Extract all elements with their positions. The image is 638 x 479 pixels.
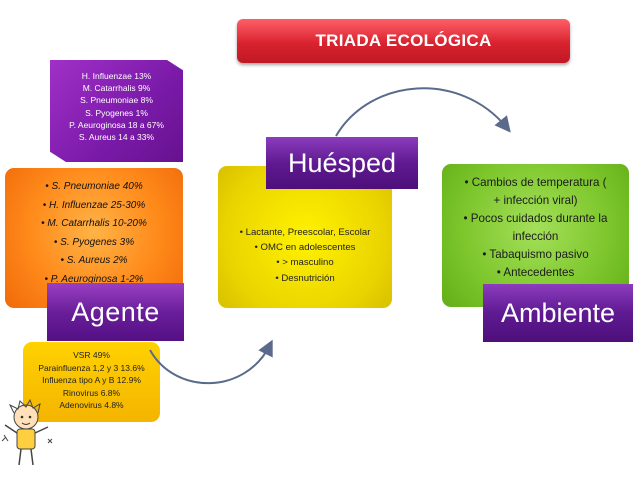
agent-label: Agente — [47, 283, 184, 341]
environment-item: • Tabaquismo pasivo — [442, 246, 629, 264]
bacteria-item: H. Influenzae 13% — [50, 70, 183, 82]
bacteria-item: S. Aureus 14 a 33% — [50, 131, 183, 143]
bacteria-item: S. Pneumoniae 8% — [50, 94, 183, 106]
bacteria-item: S. Pyogenes 1% — [50, 107, 183, 119]
host-item: • Lactante, Preescolar, Escolar — [218, 225, 392, 240]
agent-item: • S. Pyogenes 3% — [5, 234, 183, 253]
host-item: • OMC en adolescentes — [218, 240, 392, 255]
page-title: TRIADA ECOLÓGICA — [237, 19, 570, 63]
environment-item: infección — [442, 228, 629, 246]
bacteria-item: P. Aeuroginosa 18 a 67% — [50, 119, 183, 131]
virus-item: VSR 49% — [23, 349, 160, 362]
arrow-host-to-environment — [336, 88, 507, 136]
environment-item: • Cambios de temperatura ( — [442, 174, 629, 192]
host-item: • Desnutrición — [218, 271, 392, 286]
host-label: Huésped — [266, 137, 418, 189]
agent-item: • H. Influenzae 25-30% — [5, 197, 183, 216]
virus-item: Influenza tipo A y B 12.9% — [23, 374, 160, 387]
environment-item: • Antecedentes — [442, 264, 629, 282]
environment-label: Ambiente — [483, 284, 633, 342]
environment-item: + infección viral) — [442, 192, 629, 210]
agent-item: • S. Aureus 2% — [5, 252, 183, 271]
host-item: • > masculino — [218, 255, 392, 270]
environment-item: • Pocos cuidados durante la — [442, 210, 629, 228]
agent-item: • M. Catarrhalis 10-20% — [5, 215, 183, 234]
bacteria-item: M. Catarrhalis 9% — [50, 82, 183, 94]
agent-bacteria-callout: H. Influenzae 13% M. Catarrhalis 9% S. P… — [50, 60, 183, 162]
virus-item: Parainfluenza 1,2 y 3 13.6% — [23, 362, 160, 375]
arrow-agent-to-host — [150, 345, 270, 383]
child-cartoon-icon — [0, 395, 60, 475]
agent-item: • S. Pneumoniae 40% — [5, 178, 183, 197]
